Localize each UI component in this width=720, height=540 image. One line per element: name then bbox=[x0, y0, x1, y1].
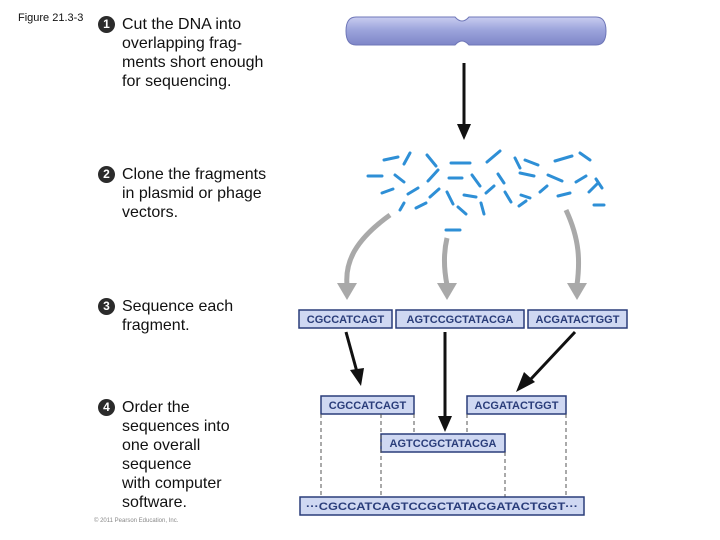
overall-sequence-text: ···CGCCATCAGTCCGCTATACGATACTGGT··· bbox=[306, 501, 578, 513]
fragment-3-text: ACGATACTGGT bbox=[536, 314, 620, 326]
figure-label: Figure 21.3-3 bbox=[18, 12, 84, 24]
step-number-1: 1 bbox=[98, 16, 115, 33]
step-number-4: 4 bbox=[98, 399, 115, 416]
step-1: 1 Cut the DNA into overlapping frag- men… bbox=[98, 15, 263, 91]
sequenced-fragment-2: AGTCCGCTATACGA bbox=[395, 309, 525, 329]
sequenced-fragment-1: CGCCATCAGT bbox=[298, 309, 393, 329]
aligned-fragment-1-text: CGCCATCAGT bbox=[329, 400, 407, 412]
step-2-text: Clone the fragments in plasmid or phage … bbox=[122, 166, 267, 221]
aligned-fragment-1: CGCCATCAGT bbox=[320, 395, 415, 415]
step-3: 3 Sequence each fragment. bbox=[98, 297, 233, 335]
overall-sequence: ···CGCCATCAGTCCGCTATACGATACTGGT··· bbox=[299, 496, 585, 516]
step-1-text: Cut the DNA into overlapping frag- ments… bbox=[122, 16, 264, 90]
aligned-fragment-3: ACGATACTGGT bbox=[466, 395, 567, 415]
alignment-guides bbox=[320, 414, 567, 497]
copyright-notice: © 2011 Pearson Education, Inc. bbox=[94, 518, 179, 524]
sequenced-fragment-3: ACGATACTGGT bbox=[527, 309, 628, 329]
cut-arrow bbox=[457, 63, 471, 140]
step-number-2: 2 bbox=[98, 166, 115, 183]
dna-fragments bbox=[366, 149, 606, 232]
clone-arrows bbox=[337, 208, 587, 300]
step-number-3: 3 bbox=[98, 298, 115, 315]
aligned-fragment-3-text: ACGATACTGGT bbox=[475, 400, 559, 412]
aligned-fragment-2: AGTCCGCTATACGA bbox=[380, 433, 506, 453]
step-4-text: Order the sequences into one overall seq… bbox=[122, 399, 230, 511]
aligned-fragment-2-text: AGTCCGCTATACGA bbox=[390, 438, 497, 450]
step-2: 2 Clone the fragments in plasmid or phag… bbox=[98, 165, 266, 222]
chromosome bbox=[345, 16, 607, 46]
fragment-1-text: CGCCATCAGT bbox=[307, 314, 385, 326]
order-arrows bbox=[344, 330, 577, 432]
fragment-2-text: AGTCCGCTATACGA bbox=[407, 314, 514, 326]
step-4: 4 Order the sequences into one overall s… bbox=[98, 398, 230, 512]
step-3-text: Sequence each fragment. bbox=[122, 298, 234, 334]
